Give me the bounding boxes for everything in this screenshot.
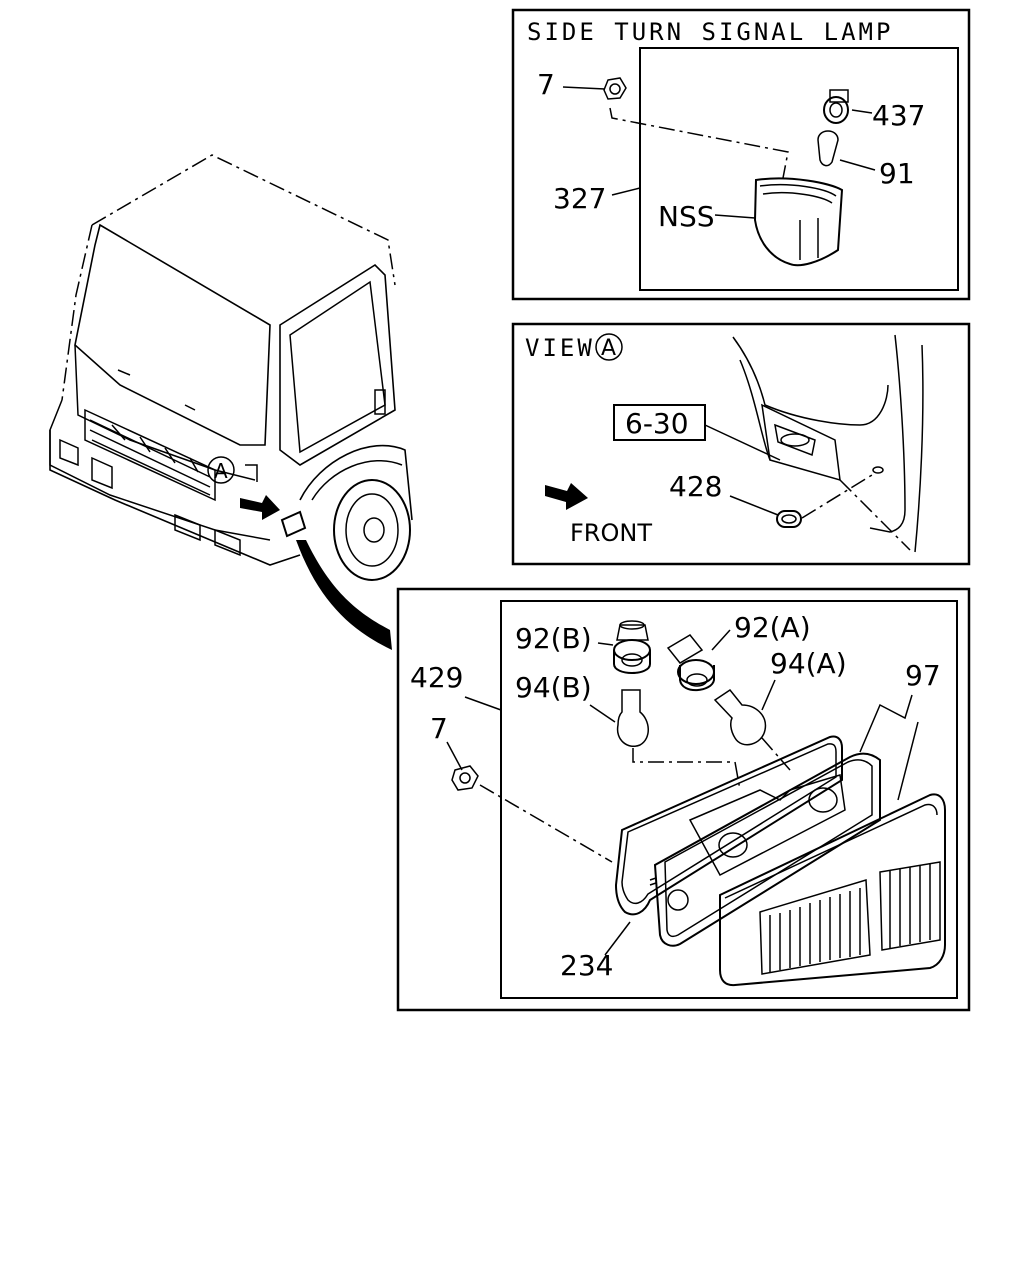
socket-a-part xyxy=(666,634,715,692)
panel-title-view: VIEW xyxy=(525,334,595,362)
bulb-a-part xyxy=(713,688,767,746)
nut-b-part xyxy=(451,765,479,791)
ref-box xyxy=(613,404,706,441)
callout-94b: 94(B) xyxy=(515,671,592,704)
view-a-marker-icon xyxy=(207,456,235,484)
callout-437: 437 xyxy=(872,99,925,132)
panel-view-a: VIEW A 6-30 428 FRONT xyxy=(511,322,971,566)
front-label: FRONT xyxy=(570,519,652,547)
callout-327: 327 xyxy=(553,182,606,215)
socket-part xyxy=(823,89,849,124)
panel-combination-lamp: 92(B) 92(A) 94(B) 94(A) xyxy=(396,587,971,1012)
detail-pointer-arrow-icon xyxy=(296,540,392,650)
housing-part xyxy=(649,752,881,947)
bulb-part xyxy=(817,130,839,167)
callout-92a: 92(A) xyxy=(734,611,811,644)
ref-box-label: 6-30 xyxy=(625,407,689,440)
callout-94a: 94(A) xyxy=(770,647,847,680)
truck-cab-illustration: A xyxy=(49,154,413,650)
truck-view-marker: A xyxy=(214,459,228,483)
callout-7: 7 xyxy=(537,68,555,101)
grille xyxy=(84,408,216,502)
callout-97: 97 xyxy=(905,659,941,692)
grommet-part xyxy=(776,510,802,528)
lens-part xyxy=(753,177,844,267)
nut-part xyxy=(603,77,627,100)
panel-side-turn-signal-lamp: SIDE TURN SIGNAL LAMP 7 437 91 327 NSS xyxy=(511,8,971,301)
callout-429: 429 xyxy=(410,661,463,694)
callout-92b: 92(B) xyxy=(515,622,592,655)
callout-7b: 7 xyxy=(430,712,448,745)
fender-outline xyxy=(732,334,924,553)
view-direction-arrow-icon xyxy=(240,495,280,520)
bulb-b-part xyxy=(616,689,649,747)
gasket-part xyxy=(614,735,843,916)
lens-cover-part xyxy=(719,793,946,987)
callout-nss: NSS xyxy=(658,200,715,233)
socket-b-part xyxy=(613,620,651,674)
front-arrow-icon xyxy=(545,483,588,510)
panel-title-side-lamp: SIDE TURN SIGNAL LAMP xyxy=(527,18,893,46)
front-wheel xyxy=(333,479,411,581)
view-a-circle-icon xyxy=(595,333,623,361)
callout-91: 91 xyxy=(879,157,915,190)
callout-428: 428 xyxy=(669,470,722,503)
view-a-marker: A xyxy=(601,336,616,361)
